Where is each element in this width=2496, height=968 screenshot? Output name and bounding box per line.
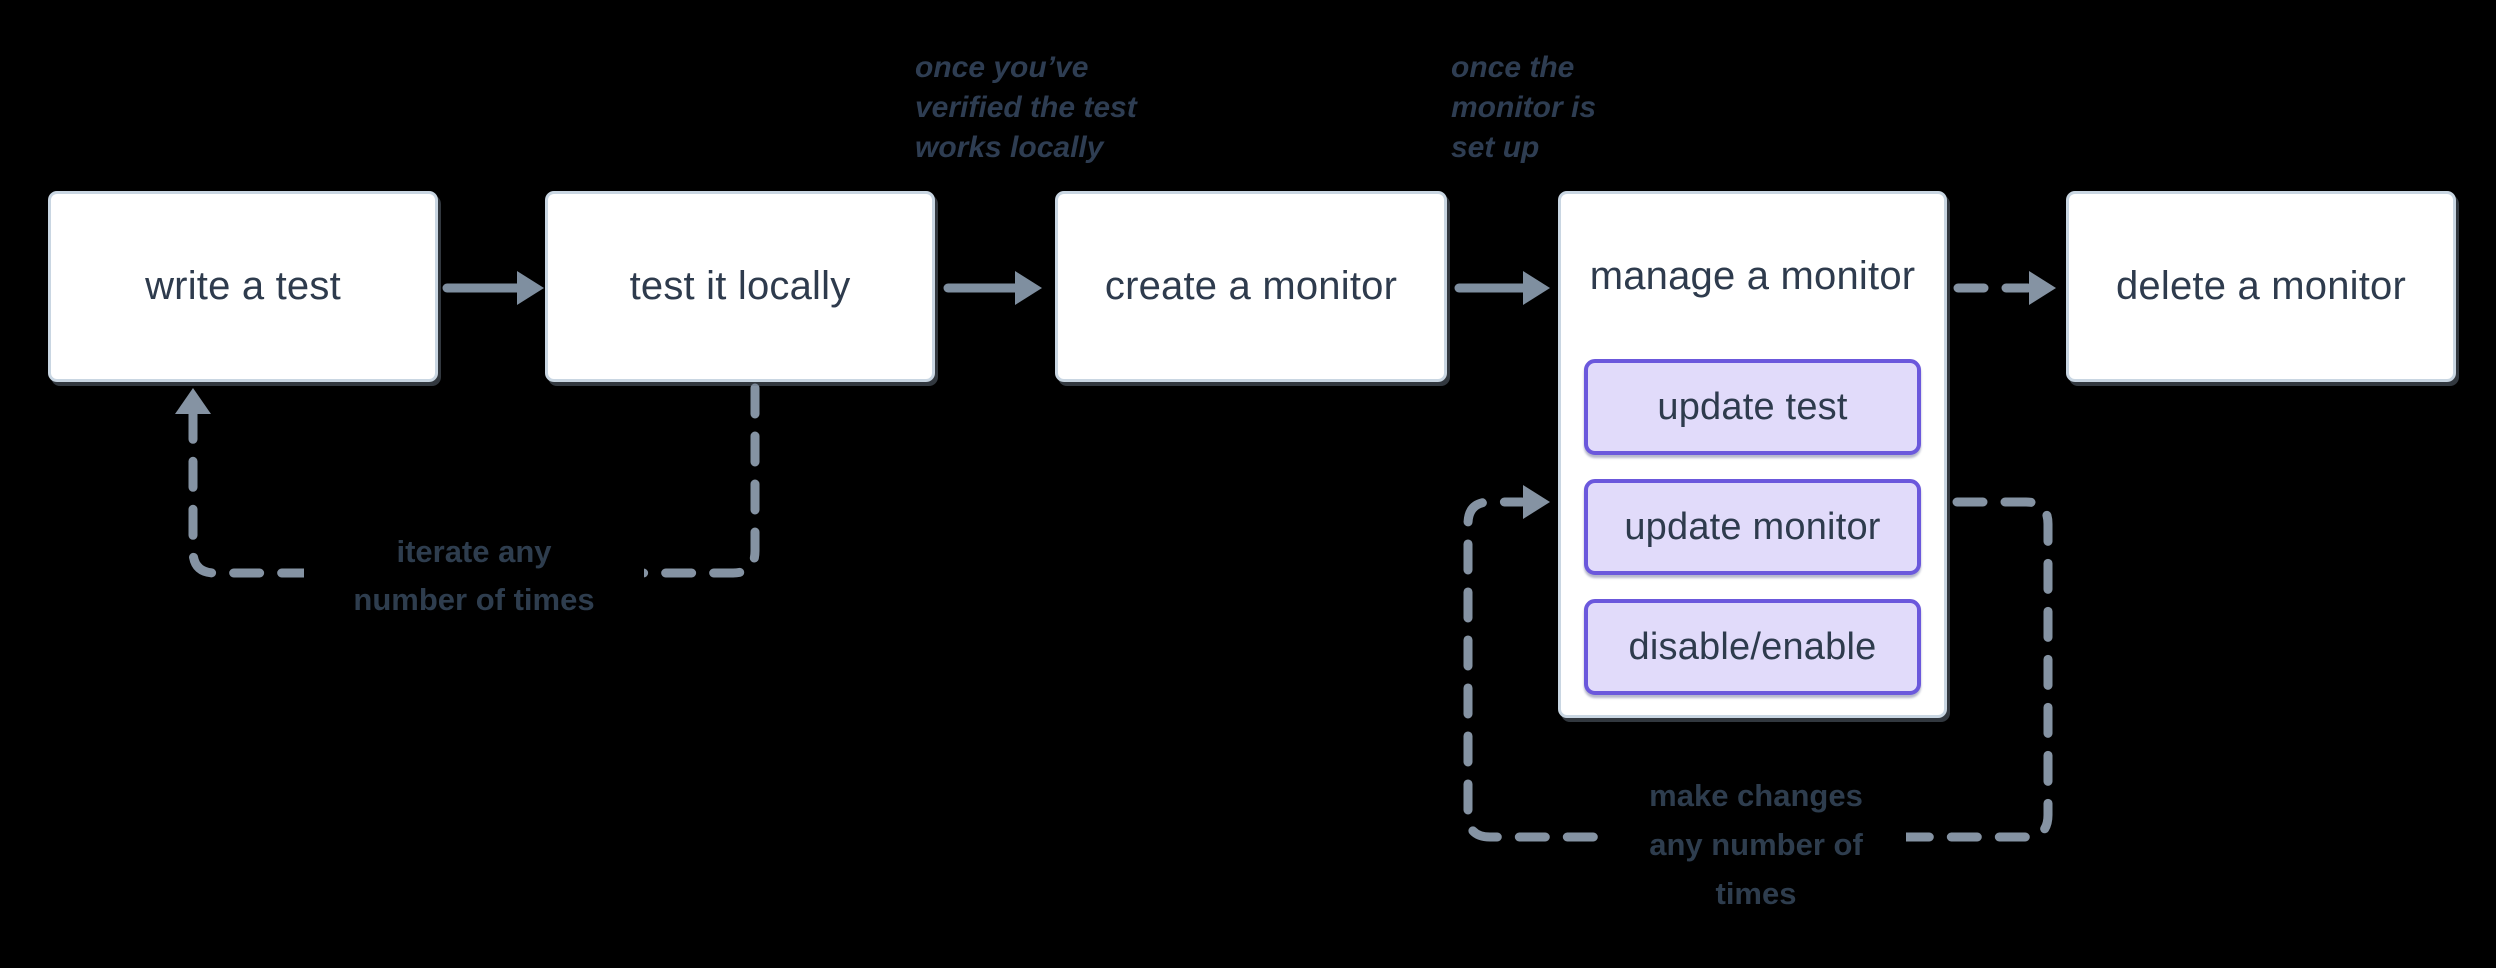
node-write-a-test: write a test [48, 191, 438, 382]
arrowhead-right-icon [1523, 485, 1550, 519]
loop-label-line: make changes [1649, 778, 1863, 813]
annotation-once-verified: once you’ve verified the test works loca… [915, 48, 1137, 168]
node-manage-a-monitor: manage a monitor update test update moni… [1558, 191, 1947, 718]
annotation-line: verified the test [915, 91, 1137, 124]
node-label: test it locally [629, 264, 851, 308]
annotation-line: works locally [915, 131, 1104, 164]
loop-label-line: number of times [353, 582, 595, 617]
subnode-disable-enable: disable/enable [1584, 599, 1921, 695]
arrowhead-right-icon [517, 271, 544, 305]
dashed-arrow-manage-to-delete [1953, 271, 2056, 305]
annotation-line: once you’ve [915, 51, 1089, 84]
arrow-test-to-create [943, 271, 1042, 305]
arrowhead-right-icon [1523, 271, 1550, 305]
loop-label-line: any number of [1649, 827, 1863, 862]
node-label: write a test [145, 264, 341, 308]
arrow-create-to-manage [1454, 271, 1550, 305]
manage-actions: update test update monitor disable/enabl… [1561, 359, 1944, 695]
node-label: delete a monitor [2115, 264, 2407, 308]
annotation-line: once the [1451, 51, 1575, 84]
node-create-a-monitor: create a monitor [1055, 191, 1447, 382]
node-label: create a monitor [1104, 264, 1398, 308]
annotation-once-set-up: once the monitor is set up [1451, 48, 1596, 168]
node-delete-a-monitor: delete a monitor [2066, 191, 2456, 382]
node-test-it-locally: test it locally [545, 191, 935, 382]
arrowhead-right-icon [1015, 271, 1042, 305]
arrowhead-right-icon [2029, 271, 2056, 305]
subnode-update-test: update test [1584, 359, 1921, 455]
node-label: manage a monitor [1589, 254, 1916, 298]
annotation-line: monitor is [1451, 91, 1597, 124]
arrowhead-up-icon [175, 388, 211, 414]
subnode-update-monitor: update monitor [1584, 479, 1921, 575]
annotation-line: set up [1451, 131, 1540, 164]
loop-label-line: iterate any [396, 534, 552, 569]
arrow-write-to-test [442, 271, 544, 305]
iterate-loop-label: iterate any number of times [304, 528, 644, 624]
make-changes-loop-label: make changes any number of times [1606, 771, 1906, 918]
loop-label-line: times [1715, 876, 1797, 911]
